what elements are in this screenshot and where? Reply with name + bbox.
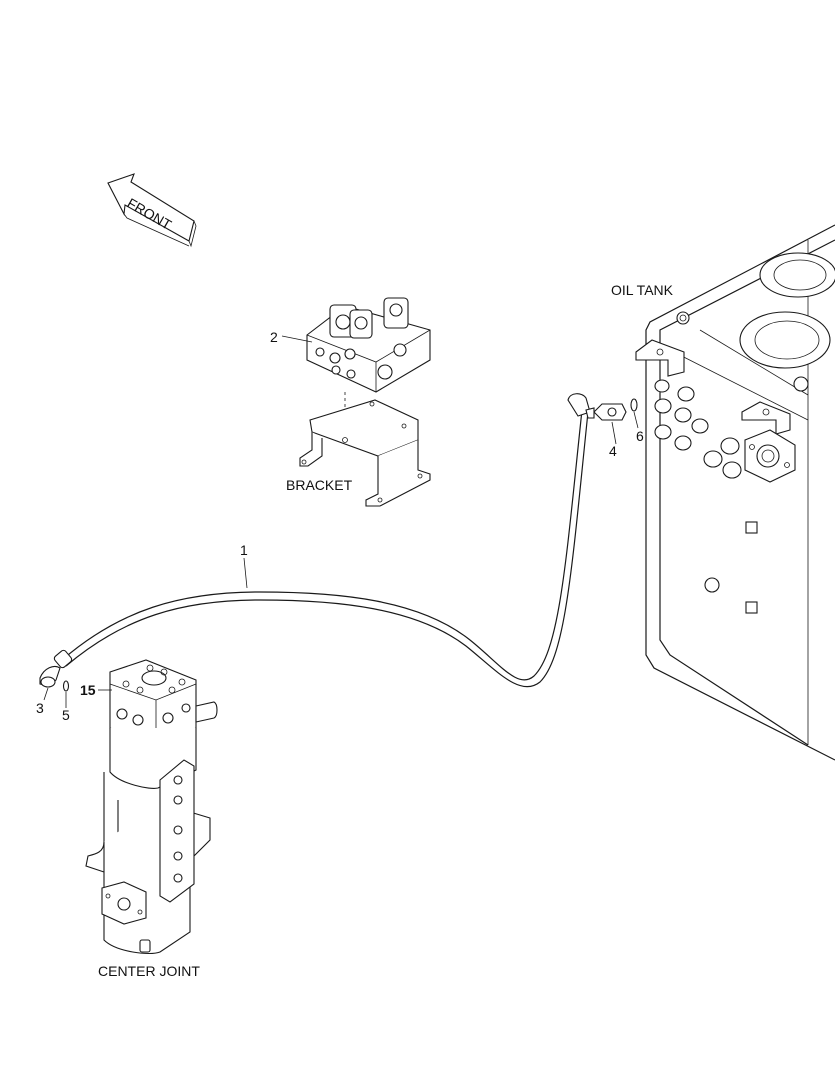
center-joint	[85, 659, 218, 955]
leader-lines	[43, 335, 639, 708]
oil-tank	[635, 224, 835, 761]
tank-ports	[654, 379, 742, 593]
tank-flange	[744, 429, 796, 483]
bracket-label: BRACKET	[286, 477, 353, 493]
center-joint-label: CENTER JOINT	[98, 963, 200, 979]
callout-4: 4	[609, 443, 617, 459]
callout-5: 5	[62, 707, 70, 723]
connector-fitting	[585, 403, 627, 421]
callout-3: 3	[36, 700, 44, 716]
callout-6: 6	[636, 428, 644, 444]
seal-ring	[62, 680, 70, 692]
o-ring	[630, 398, 638, 412]
callout-1: 1	[240, 542, 248, 558]
control-block	[306, 297, 431, 393]
mounting-bracket	[299, 399, 431, 507]
oil-tank-label: OIL TANK	[611, 282, 674, 298]
callout-15: 15	[80, 682, 96, 698]
elbow-fitting	[39, 665, 61, 688]
callout-2: 2	[270, 329, 278, 345]
front-direction-arrow-icon: FRONT	[107, 173, 197, 248]
hydraulic-hose	[53, 393, 591, 688]
